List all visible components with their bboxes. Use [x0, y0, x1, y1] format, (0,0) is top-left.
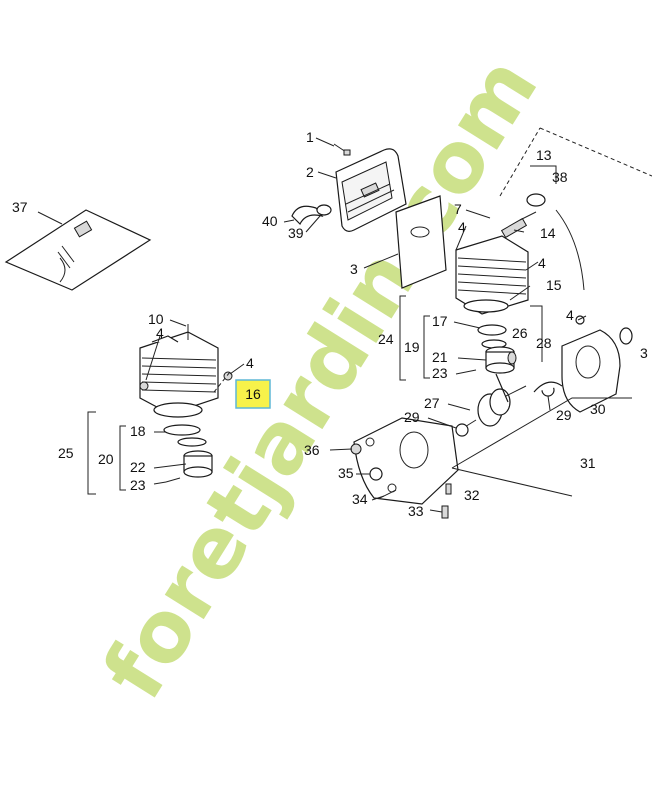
callout-labels: 1 2 3 4 4 4 4 4 7 10 13 14 15 17 18 19 2… — [12, 129, 648, 519]
bracket-24 — [399, 295, 406, 381]
callout-25: 25 — [58, 445, 74, 461]
bracket-31 — [451, 397, 632, 497]
callout-22: 22 — [130, 459, 146, 475]
part-3-seal-right — [619, 327, 633, 345]
highlighted-callout-16[interactable]: 16 — [235, 379, 271, 409]
callout-17: 17 — [432, 313, 448, 329]
callout-4-crankcase: 4 — [566, 307, 574, 323]
callout-10: 10 — [148, 311, 164, 327]
callout-4-left: 4 — [246, 355, 254, 371]
callout-7: 7 — [454, 201, 462, 217]
callout-2: 2 — [306, 164, 314, 180]
part-32-pin — [445, 483, 452, 495]
callout-3-right-edge: 3 — [640, 345, 648, 361]
bracket-25 — [87, 411, 96, 495]
leader-lines — [145, 137, 587, 513]
part-17-gasket-upper — [477, 324, 507, 336]
cylinder-assembly-25 — [139, 331, 219, 418]
part-29-seal-left — [455, 423, 469, 437]
callout-27: 27 — [424, 395, 440, 411]
callout-3: 3 — [350, 261, 358, 277]
part-1-screw — [333, 143, 351, 156]
part-ring-left — [177, 437, 207, 447]
part-13-cap — [526, 193, 546, 207]
part-26-bearing — [507, 351, 517, 365]
callout-35: 35 — [338, 465, 354, 481]
part-23-pin-left — [165, 477, 181, 483]
part-39-clamp — [316, 204, 332, 216]
callout-20: 20 — [98, 451, 114, 467]
bracket-20 — [119, 425, 126, 491]
bracket-13 — [530, 165, 557, 184]
part-22-piston-left — [183, 450, 213, 478]
part-2-muffler — [335, 148, 407, 232]
leader-37 — [37, 211, 63, 225]
callout-32: 32 — [464, 487, 480, 503]
callout-21: 21 — [432, 349, 448, 365]
callout-40: 40 — [262, 213, 278, 229]
callout-29-right: 29 — [556, 407, 572, 423]
callout-28: 28 — [536, 335, 552, 351]
callout-37: 37 — [12, 199, 28, 215]
callout-38: 38 — [552, 169, 568, 185]
callout-23-right: 23 — [432, 365, 448, 381]
callout-19: 19 — [404, 339, 420, 355]
callout-15: 15 — [546, 277, 562, 293]
part-14-spark-plug — [500, 211, 537, 239]
callout-30: 30 — [590, 401, 606, 417]
part-3-gasket — [395, 195, 447, 289]
part-37-manual — [4, 209, 152, 291]
bracket-19 — [423, 315, 430, 379]
bracket-28 — [530, 305, 543, 362]
callout-4-left-top: 4 — [156, 325, 164, 341]
part-31-crankcase-left — [353, 417, 459, 505]
callout-14: 14 — [540, 225, 556, 241]
part-38-cable — [555, 209, 585, 291]
part-27-crankshaft — [459, 373, 527, 431]
callout-18: 18 — [130, 423, 146, 439]
callout-33: 33 — [408, 503, 424, 519]
highlight-box — [235, 379, 271, 409]
callout-24: 24 — [378, 331, 394, 347]
part-33-bolt — [441, 505, 449, 519]
part-30-crankcase-right — [533, 329, 621, 413]
cylinder-upper — [455, 235, 529, 315]
part-18-gasket-left — [163, 424, 201, 436]
axis-dashed-left — [213, 371, 231, 393]
part-4-nut-left — [139, 381, 149, 391]
part-35-washer — [369, 467, 383, 481]
callout-39: 39 — [288, 225, 304, 241]
callout-29-left: 29 — [404, 409, 420, 425]
part-40-hose — [291, 205, 324, 226]
axis-dashed-top — [499, 127, 652, 197]
callout-31: 31 — [580, 455, 596, 471]
callout-36: 36 — [304, 442, 320, 458]
highlight-label: 16 — [245, 386, 261, 402]
callout-34: 34 — [352, 491, 368, 507]
callout-4-right: 4 — [538, 255, 546, 271]
part-36-nut — [350, 443, 362, 455]
callout-13: 13 — [536, 147, 552, 163]
callout-4-cylinder-top: 4 — [458, 219, 466, 235]
callout-23-left: 23 — [130, 477, 146, 493]
callout-1: 1 — [306, 129, 314, 145]
callout-26: 26 — [512, 325, 528, 341]
